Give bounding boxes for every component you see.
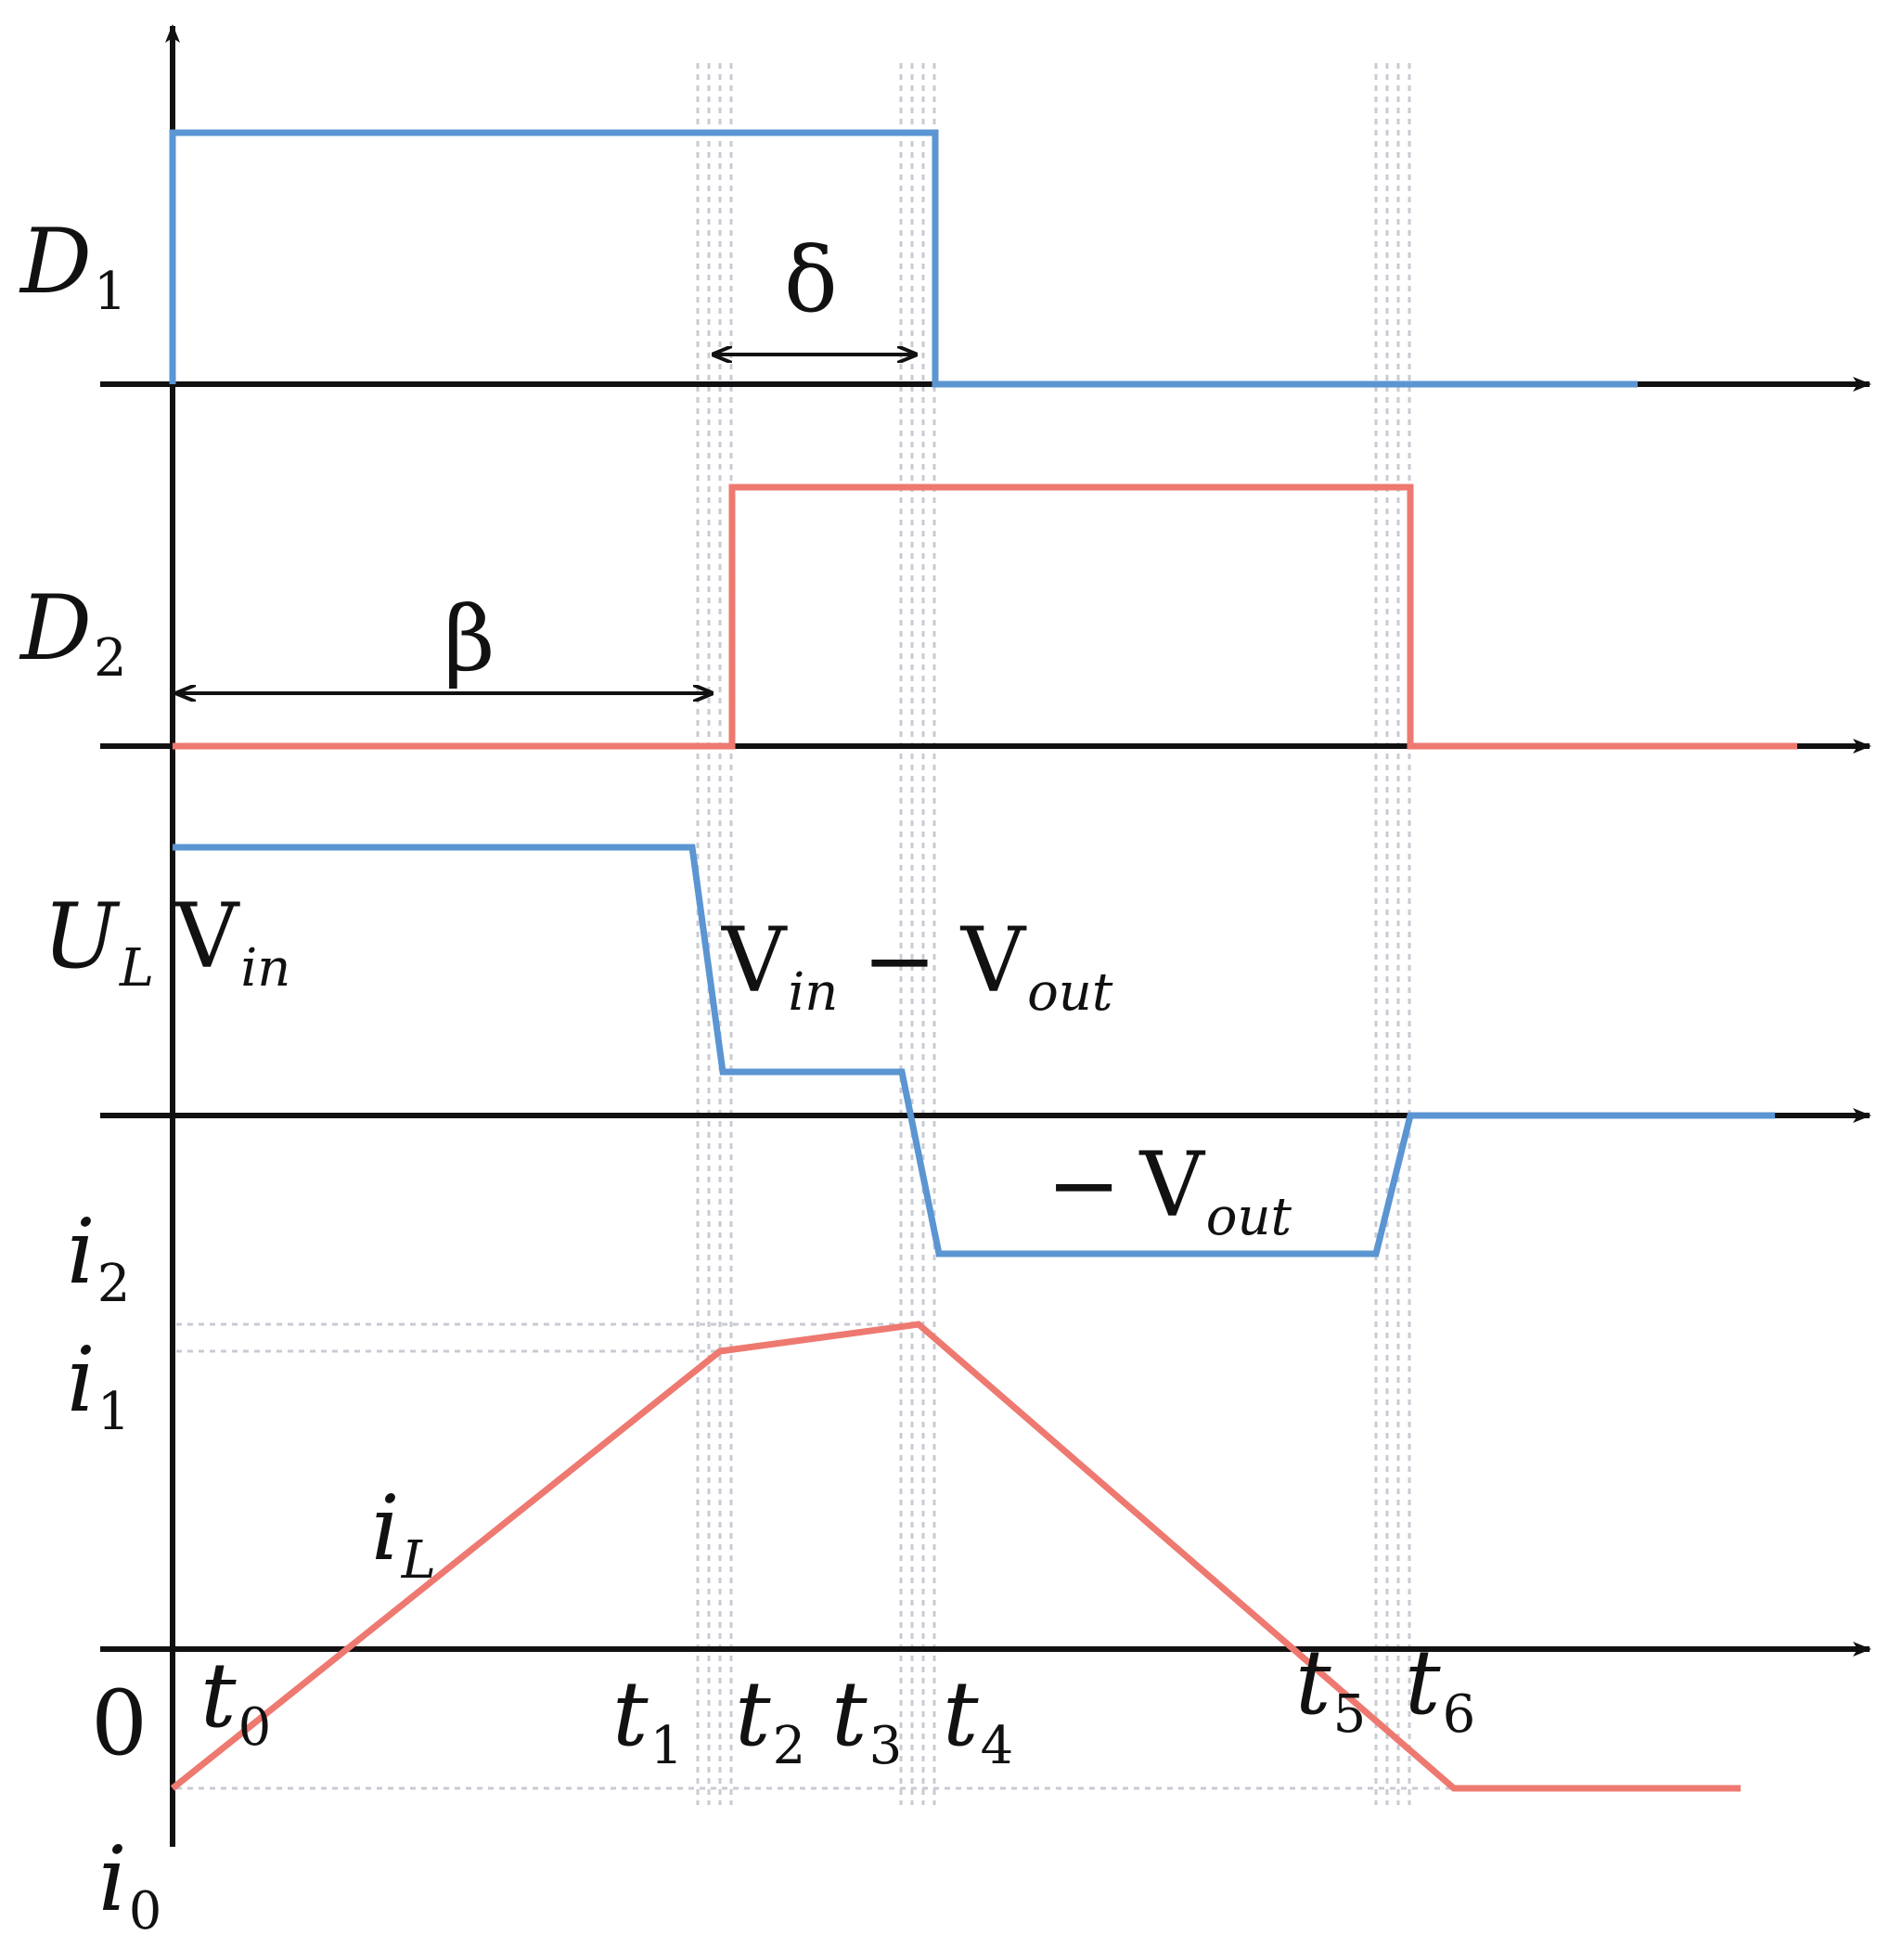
il-waveform [170,1321,1741,1792]
label-t6: t6 [1405,1631,1475,1745]
label-ul: UL [43,884,154,999]
d1-waveform [169,129,1638,388]
label-vin-minus-vout: Vin−Vout [721,909,1113,1023]
label-t2: t2 [735,1662,805,1776]
label-t0: t0 [200,1644,271,1758]
label-d2: D2 [19,576,127,689]
label-t3: t3 [831,1662,902,1776]
label-d1: D1 [19,210,127,322]
label-beta: β [444,587,495,691]
ul-waveform [173,844,1775,1257]
label-i0: i0 [98,1827,161,1941]
d2-waveform [173,484,1797,750]
label-i1: i1 [67,1328,130,1442]
label-i2: i2 [67,1200,130,1314]
label-il: iL [371,1476,436,1591]
label-vin: Vin [174,884,290,999]
label-t5: t5 [1295,1631,1366,1745]
label-minus-vout: −Vout [1047,1133,1292,1247]
label-delta: δ [784,228,838,332]
label-zero: 0 [91,1671,148,1775]
label-t4: t4 [943,1662,1013,1776]
label-t1: t1 [612,1662,683,1776]
